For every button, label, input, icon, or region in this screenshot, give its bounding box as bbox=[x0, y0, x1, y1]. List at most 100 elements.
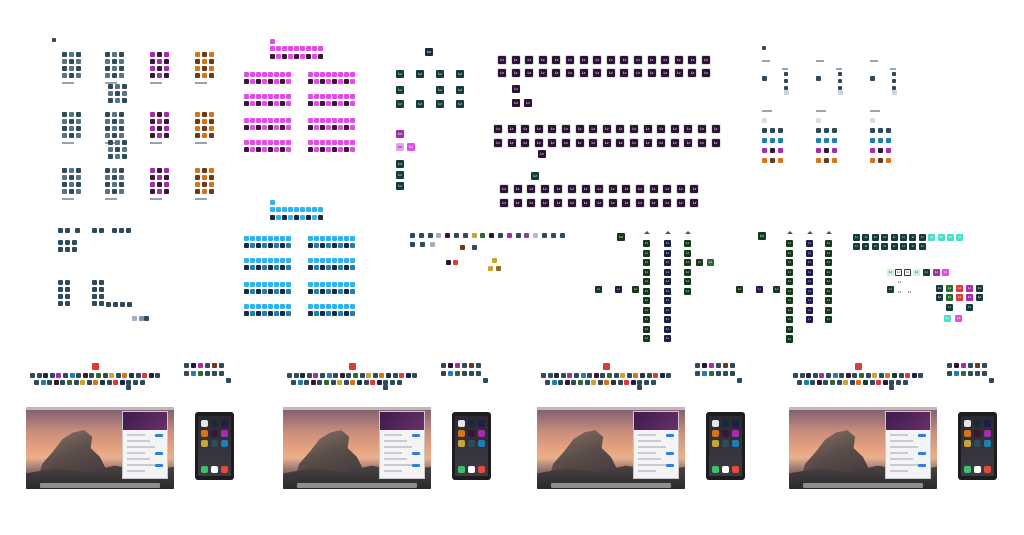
lr-icon: Lr bbox=[825, 240, 832, 247]
lr-icon: Lr bbox=[853, 234, 860, 241]
action-button bbox=[918, 452, 926, 455]
lr-icon: Lr bbox=[664, 306, 671, 314]
lr-icon: Lr bbox=[643, 306, 650, 314]
app-icon bbox=[113, 380, 119, 385]
app-icon bbox=[737, 378, 742, 383]
lr-icon: Lr bbox=[456, 86, 464, 94]
app-icon bbox=[560, 373, 566, 378]
app-icon bbox=[202, 59, 207, 64]
app-icon bbox=[250, 311, 255, 316]
app-icon bbox=[730, 371, 735, 376]
lr-icon: Lr bbox=[643, 287, 650, 295]
app-icon bbox=[164, 73, 169, 78]
app-icon bbox=[344, 79, 349, 84]
lr-icon: Lr bbox=[664, 259, 671, 266]
lr-icon: Lr bbox=[688, 69, 697, 77]
app-icon bbox=[112, 52, 117, 57]
artboard-frame bbox=[701, 68, 711, 78]
app-icon bbox=[878, 128, 883, 133]
list-row bbox=[127, 452, 145, 454]
app-icon bbox=[67, 380, 72, 385]
app-icon bbox=[274, 258, 279, 263]
app-icon bbox=[52, 38, 56, 42]
app-icon bbox=[115, 140, 120, 145]
app-window bbox=[122, 411, 168, 479]
list-row bbox=[384, 470, 402, 472]
app-icon bbox=[219, 363, 224, 368]
artboard-frame bbox=[697, 124, 707, 134]
app-icon bbox=[62, 66, 67, 71]
app-icon bbox=[659, 373, 665, 378]
app-icon bbox=[108, 147, 113, 152]
lr-icon: Lr bbox=[538, 69, 547, 77]
app-icon bbox=[350, 94, 355, 99]
artboard-frame bbox=[592, 68, 603, 78]
app-icon bbox=[30, 373, 35, 378]
app-icon bbox=[280, 304, 285, 309]
lr-icon: Lr bbox=[806, 259, 813, 266]
app-icon bbox=[286, 282, 291, 287]
app-icon bbox=[286, 236, 291, 241]
lr-icon: Lr bbox=[756, 286, 763, 293]
lr-icon: Lr bbox=[758, 232, 766, 240]
app-icon bbox=[139, 316, 144, 321]
app-icon bbox=[99, 228, 104, 233]
artboard-frame bbox=[605, 68, 616, 78]
app-icon bbox=[164, 112, 169, 117]
app-icon bbox=[150, 175, 155, 180]
app-icon bbox=[338, 72, 343, 77]
app-icon bbox=[471, 233, 477, 238]
lr-icon: Lr bbox=[664, 287, 671, 295]
app-icon bbox=[132, 316, 137, 321]
action-button bbox=[918, 434, 926, 437]
app-icon bbox=[350, 72, 355, 77]
lr-icon: Lr bbox=[684, 240, 691, 247]
app-icon bbox=[832, 138, 837, 143]
lr-icon: Lr bbox=[976, 285, 983, 292]
lr-icon: Lr bbox=[396, 100, 404, 108]
app-icon bbox=[164, 66, 169, 71]
app-icon bbox=[320, 289, 325, 294]
app-icon bbox=[262, 147, 267, 152]
lr-icon: Lr bbox=[674, 56, 683, 64]
phone-screen bbox=[709, 416, 742, 476]
app-icon bbox=[268, 304, 273, 309]
artboard-frame bbox=[565, 55, 575, 65]
lr-icon: Lr bbox=[524, 99, 532, 107]
app-icon bbox=[870, 158, 875, 163]
app-icon bbox=[320, 118, 325, 123]
lr-icon: Lr bbox=[900, 234, 907, 241]
app-icon bbox=[326, 140, 331, 145]
app-icon bbox=[326, 373, 332, 378]
app-window bbox=[885, 411, 931, 479]
app-icon bbox=[859, 373, 864, 378]
app-icon bbox=[119, 182, 124, 187]
app-icon bbox=[58, 280, 63, 285]
lr-icon: Lr bbox=[494, 139, 502, 147]
lr-icon: Lr bbox=[947, 234, 954, 241]
lr-icon: Lr bbox=[396, 143, 404, 151]
lr-icon: Lr bbox=[786, 297, 793, 304]
artboard-frame bbox=[588, 138, 599, 148]
app-icon bbox=[836, 380, 842, 385]
artboard-frame bbox=[635, 184, 645, 194]
phone-app-icon bbox=[964, 420, 971, 427]
app-icon bbox=[270, 39, 275, 44]
lr-icon: Lr bbox=[966, 294, 973, 301]
artboard-frame bbox=[601, 124, 612, 134]
app-icon bbox=[274, 79, 279, 84]
phone-screen bbox=[961, 416, 994, 476]
dock bbox=[40, 483, 160, 488]
lr-icon: Lr bbox=[425, 48, 433, 56]
list-row bbox=[890, 452, 908, 454]
app-icon bbox=[274, 147, 279, 152]
app-icon bbox=[286, 289, 291, 294]
app-icon bbox=[157, 119, 162, 124]
artboard-frame bbox=[512, 198, 523, 208]
app-icon bbox=[105, 73, 110, 78]
lr-icon: Lr bbox=[581, 185, 590, 193]
app-icon bbox=[480, 233, 486, 238]
app-icon bbox=[695, 363, 700, 368]
app-icon bbox=[878, 148, 883, 153]
app-icon bbox=[533, 233, 539, 238]
